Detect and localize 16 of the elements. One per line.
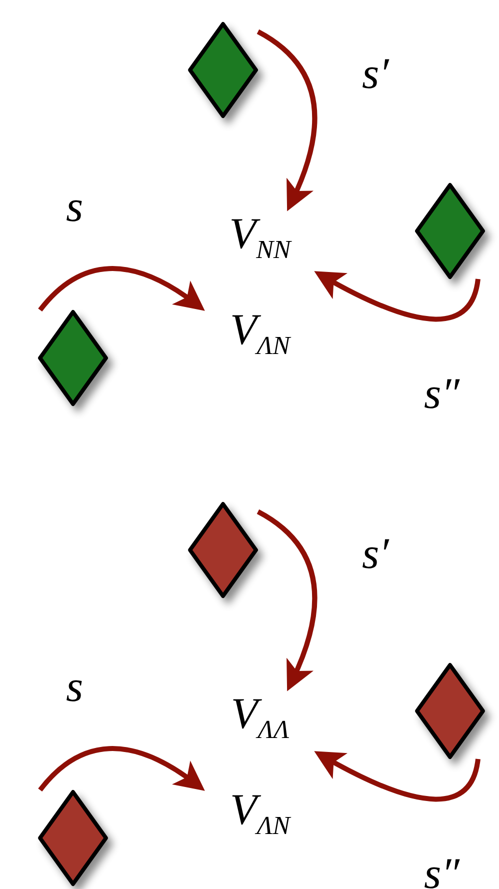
formula-text: V$_{ΛN}$ (229, 788, 292, 839)
formula-text: V$_{ΛN}$ (229, 308, 292, 359)
formula-text: V$_{NN}$ (228, 212, 293, 263)
diamond (415, 663, 485, 759)
curved-arrow (38, 266, 206, 312)
diamond (415, 183, 485, 279)
diamond (38, 310, 108, 406)
diamond (188, 22, 258, 118)
curved-arrow (38, 746, 206, 792)
diamond (188, 502, 258, 598)
curved-arrow (314, 751, 480, 802)
curved-arrow (256, 29, 318, 212)
curved-arrow (256, 509, 318, 692)
formula-text: V$_{ΛΛ}$ (230, 692, 290, 743)
curved-arrow (314, 271, 480, 322)
diamond (38, 790, 108, 886)
